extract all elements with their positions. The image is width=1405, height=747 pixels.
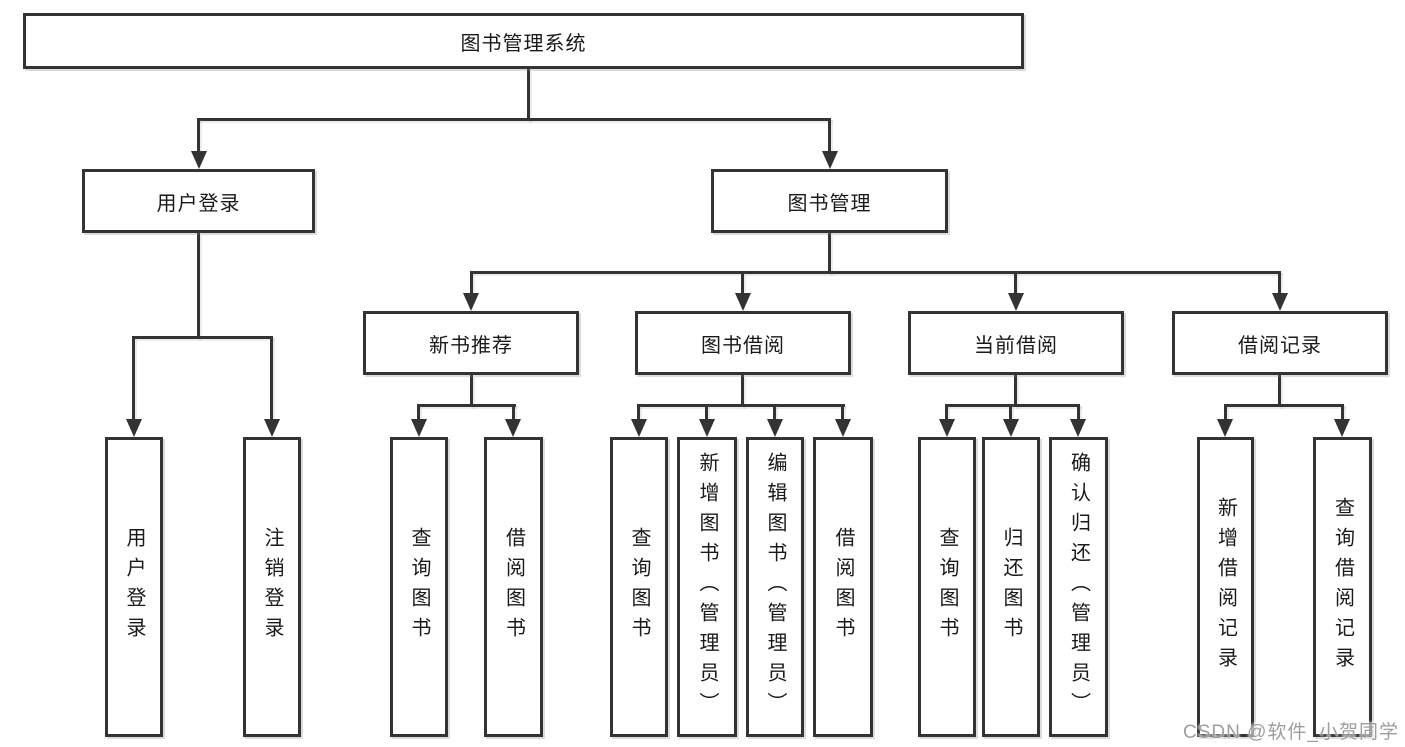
arrowhead-bb-borrow	[835, 419, 851, 437]
node-root: 图书管理系统	[23, 13, 1024, 69]
connector-stem-bb-edit	[773, 404, 776, 419]
arrowhead-current-borrowing	[1008, 293, 1024, 311]
connector-stem-current-borrowing	[1014, 271, 1017, 293]
node-new-book-recommendation: 新书推荐	[363, 311, 579, 375]
connector-new-book-trunk	[470, 375, 473, 407]
node-book-borrowing: 图书借阅	[635, 311, 851, 375]
node-borrowing-records: 借阅记录	[1172, 311, 1388, 375]
connector-root-hbar	[197, 118, 831, 121]
connector-user-login-trunk	[197, 233, 200, 339]
connector-stem-nb-query	[417, 404, 420, 419]
node-book-management-label: 图书管理	[787, 192, 872, 215]
connector-stem-bb-add	[705, 404, 708, 419]
connector-new-book-hbar	[417, 404, 516, 407]
leaf-borrow-books-recommend-label: 借阅图书	[502, 527, 525, 647]
node-user-login-label: 用户登录	[156, 192, 241, 215]
arrowhead-cb-return	[1003, 419, 1019, 437]
connector-stem-br-add	[1224, 404, 1227, 419]
leaf-query-books-current-label: 查询图书	[936, 527, 958, 647]
arrowhead-cb-query	[939, 419, 955, 437]
arrowhead-br-add	[1217, 419, 1233, 437]
connector-stem-leaf-logout	[270, 336, 273, 419]
connector-stem-cb-query	[945, 404, 948, 419]
node-current-borrowing-label: 当前借阅	[974, 334, 1058, 357]
leaf-query-books-borrowing: 查询图书	[610, 437, 668, 737]
leaf-query-borrow-record: 查询借阅记录	[1313, 437, 1372, 737]
connector-current-borrowing-trunk	[1014, 375, 1017, 407]
leaf-borrow-books-recommend: 借阅图书	[484, 437, 543, 737]
leaf-edit-books-admin: 编辑图书（管理员）	[746, 437, 804, 737]
node-borrowing-records-label: 借阅记录	[1238, 334, 1322, 357]
leaf-add-borrow-record: 新增借阅记录	[1197, 437, 1254, 737]
arrowhead-book-management	[822, 151, 838, 169]
leaf-return-books-label: 归还图书	[1000, 527, 1022, 647]
connector-current-borrowing-hbar	[945, 404, 1080, 407]
connector-stem-book-borrowing	[741, 271, 744, 293]
arrowhead-new-book	[463, 293, 479, 311]
leaf-return-books: 归还图书	[982, 437, 1040, 737]
connector-book-management-hbar	[470, 271, 1281, 274]
node-current-borrowing: 当前借阅	[908, 311, 1124, 375]
connector-stem-cb-return	[1009, 404, 1012, 419]
leaf-logout-label: 注销登录	[261, 527, 283, 647]
node-new-book-recommendation-label: 新书推荐	[429, 334, 513, 357]
arrowhead-leaf-user-login	[126, 419, 142, 437]
connector-stem-nb-borrow	[512, 404, 515, 419]
connector-stem-new-book	[470, 271, 473, 293]
leaf-add-books-admin: 新增图书（管理员）	[677, 437, 737, 737]
connector-stem-bb-query	[637, 404, 640, 419]
connector-book-borrowing-hbar	[637, 404, 845, 407]
arrowhead-br-query	[1334, 419, 1350, 437]
node-root-label: 图书管理系统	[460, 32, 587, 55]
leaf-query-borrow-record-label: 查询借阅记录	[1331, 497, 1354, 677]
arrowhead-borrowing-records	[1272, 293, 1288, 311]
connector-borrowing-records-hbar	[1224, 404, 1344, 407]
connector-stem-leaf-user-login	[132, 336, 135, 419]
connector-book-borrowing-trunk	[741, 375, 744, 407]
leaf-user-login-label: 用户登录	[123, 527, 145, 647]
connector-borrowing-records-trunk	[1278, 375, 1281, 407]
leaf-query-books-borrowing-label: 查询图书	[628, 527, 650, 647]
connector-stem-user-login	[197, 118, 200, 152]
leaf-query-books-current: 查询图书	[918, 437, 976, 737]
csdn-watermark: CSDN @软件_小贺同学	[1183, 722, 1399, 743]
node-book-management: 图书管理	[711, 169, 948, 233]
arrowhead-bb-add	[699, 419, 715, 437]
connector-stem-borrowing-records	[1278, 271, 1281, 293]
leaf-logout: 注销登录	[243, 437, 301, 737]
connector-user-login-hbar	[132, 336, 273, 339]
leaf-edit-books-admin-label: 编辑图书（管理员）	[764, 452, 786, 722]
arrowhead-user-login	[191, 151, 207, 169]
arrowhead-bb-query	[631, 419, 647, 437]
leaf-borrow-books-borrowing: 借阅图书	[813, 437, 873, 737]
node-book-borrowing-label: 图书借阅	[701, 334, 785, 357]
connector-stem-bb-borrow	[841, 404, 844, 419]
arrowhead-nb-query	[411, 419, 427, 437]
arrowhead-nb-borrow	[505, 419, 521, 437]
connector-book-management-trunk	[828, 233, 831, 274]
connector-root-trunk	[527, 69, 530, 121]
leaf-borrow-books-borrowing-label: 借阅图书	[832, 527, 854, 647]
connector-stem-cb-confirm	[1077, 404, 1080, 419]
leaf-query-books-recommend-label: 查询图书	[408, 527, 430, 647]
connector-stem-book-management	[828, 118, 831, 152]
leaf-confirm-return-admin: 确认归还（管理员）	[1049, 437, 1108, 737]
leaf-user-login: 用户登录	[105, 437, 163, 737]
arrowhead-bb-edit	[767, 419, 783, 437]
leaf-add-books-admin-label: 新增图书（管理员）	[696, 452, 718, 722]
arrowhead-cb-confirm	[1070, 419, 1086, 437]
connector-stem-br-query	[1341, 404, 1344, 419]
node-user-login: 用户登录	[82, 169, 315, 233]
leaf-query-books-recommend: 查询图书	[390, 437, 448, 737]
arrowhead-leaf-logout	[264, 419, 280, 437]
leaf-confirm-return-admin-label: 确认归还（管理员）	[1067, 452, 1090, 722]
leaf-add-borrow-record-label: 新增借阅记录	[1214, 497, 1237, 677]
arrowhead-book-borrowing	[735, 293, 751, 311]
